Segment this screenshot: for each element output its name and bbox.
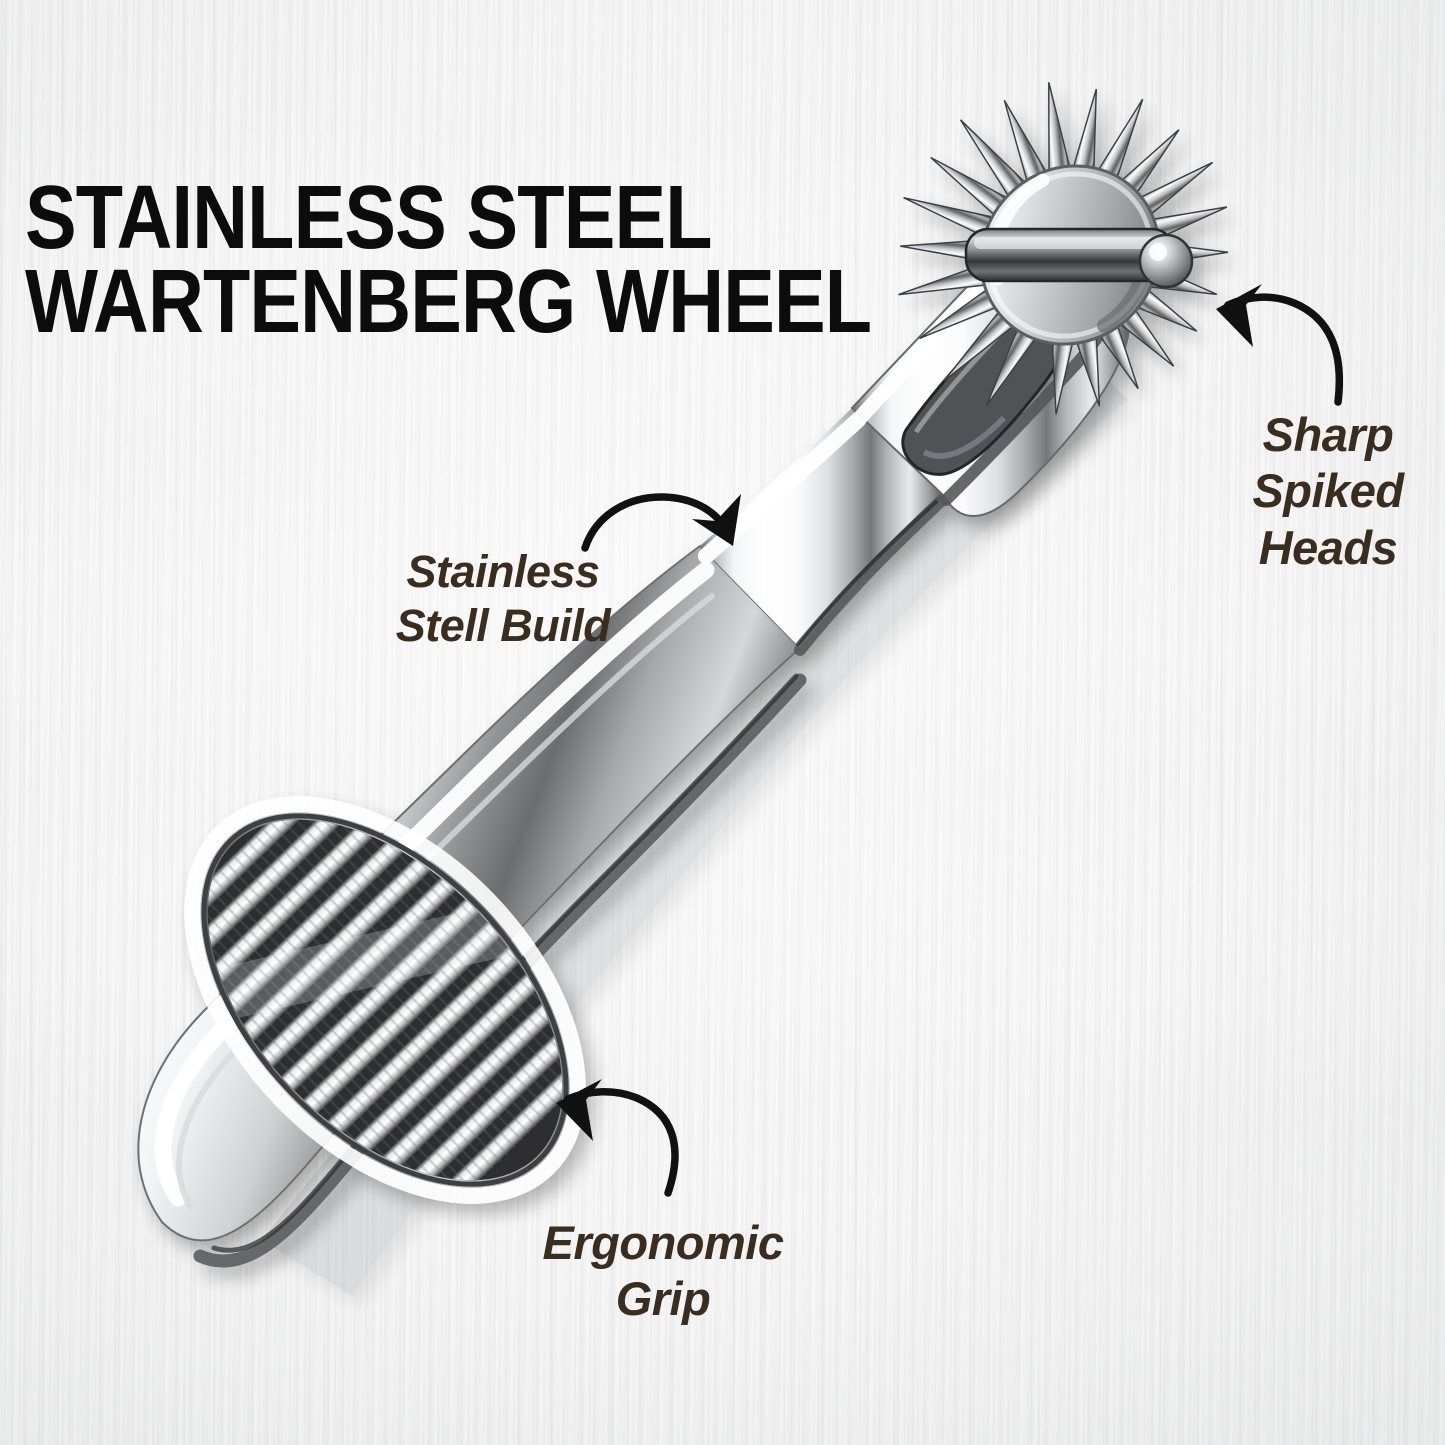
page-title-line-2: WARTENBERG WHEEL (25, 252, 872, 352)
page-title-line-1: STAINLESS STEEL (25, 168, 713, 268)
tool-body (137, 82, 1229, 1268)
grip-ribs (141, 754, 629, 1246)
axle-rivet (1138, 233, 1194, 289)
spiked-wheel-head (898, 82, 1229, 415)
callout-label-ergonomic-grip: Ergonomic Grip (542, 1216, 784, 1326)
ergonomic-grip-pad (141, 754, 629, 1246)
callout-label-stainless-stell-build: Stainless Stell Build (395, 546, 611, 651)
callout-label-sharp-spiked-heads: Sharp Spiked Heads (1252, 408, 1404, 574)
axle (964, 227, 1194, 289)
